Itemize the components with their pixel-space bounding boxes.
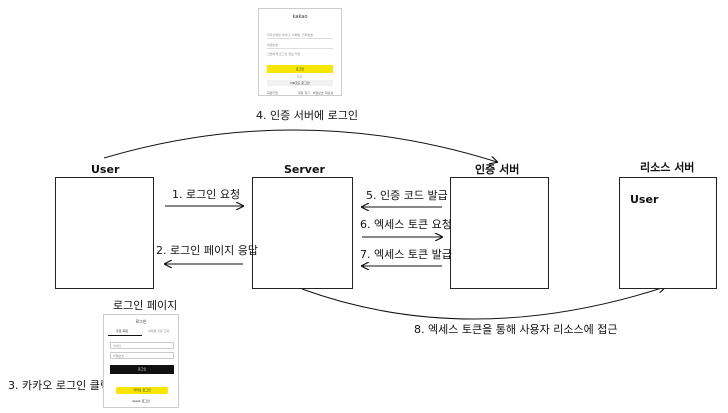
kakao-id-field: 카카오메일 아이디, 이메일, 전화번호: [267, 33, 333, 39]
login-pw-input: 비밀번호: [110, 352, 174, 359]
user-title: User: [91, 163, 120, 176]
step-7-label: 7. 엑세스 토큰 발급: [360, 248, 452, 261]
step-3-label: 3. 카카오 로그인 클릭: [8, 379, 110, 392]
tab-guest: 비회원 주문 조회: [148, 329, 170, 333]
resource-server-title: 리소스 서버: [640, 161, 695, 174]
kakao-login-button: 로그인: [267, 65, 333, 73]
arrow-step-8: [301, 287, 665, 320]
step-5-label: 5. 인증 코드 발급: [366, 189, 448, 202]
login-page-screenshot: 로그인 주문 회원 비회원 주문 조회 아이디 비밀번호 로그인 카카오 로그인…: [103, 314, 179, 408]
kakao-find-link: 계정 찾기 · 비밀번호 재설정: [297, 91, 333, 95]
kakao-logo: kakao: [292, 14, 308, 20]
user-box: [55, 177, 154, 289]
login-page-caption: 로그인 페이지: [113, 299, 178, 312]
step-6-label: 6. 엑세스 토큰 요청: [360, 218, 452, 231]
server-title: Server: [284, 163, 325, 176]
tab-underline: [108, 335, 142, 336]
kakao-login-button-small: 카카오 로그인: [116, 387, 168, 394]
step-4-label: 4. 인증 서버에 로그인: [256, 109, 358, 122]
kakao-qr-button: QR코드 로그인: [267, 80, 333, 86]
step-2-label: 2. 로그인 페이지 응답: [156, 244, 258, 257]
step-8-label: 8. 엑세스 토큰을 통해 사용자 리소스에 접근: [414, 323, 618, 336]
login-submit-button: 로그인: [110, 365, 174, 374]
kakao-login-screenshot: kakao 카카오메일 아이디, 이메일, 전화번호 비밀번호 간편하게 로그인…: [258, 8, 342, 96]
auth-server-title: 인증 서버: [475, 163, 520, 176]
kakao-signup-link: 회원가입: [267, 91, 279, 95]
resource-user-label: User: [630, 193, 659, 206]
step-1-label: 1. 로그인 요청: [172, 188, 241, 201]
server-box: [252, 177, 353, 289]
resource-server-box: User: [619, 177, 717, 289]
tab-member: 주문 회원: [116, 329, 128, 333]
login-id-input: 아이디: [110, 342, 174, 349]
kakao-pw-field: 비밀번호: [267, 43, 333, 49]
kakao-or-text: 또는: [297, 74, 303, 78]
login-page-title: 로그인: [135, 319, 147, 324]
arrow-step-4: [103, 129, 497, 162]
kakao-stay-checkbox: 간편하게 로그인 정보 저장: [267, 52, 301, 56]
apple-login-button: Apple 로그인: [132, 399, 150, 403]
auth-server-box: [450, 177, 549, 289]
